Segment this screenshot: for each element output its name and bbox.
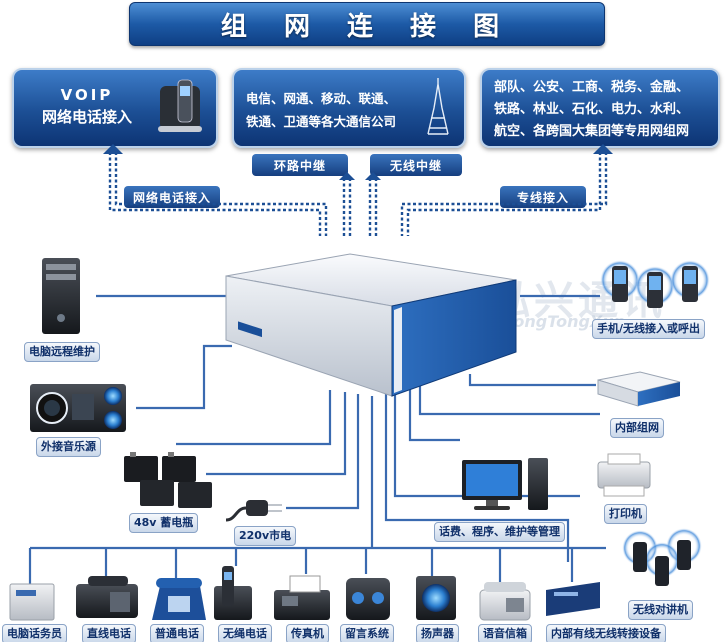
- line-internal-net: [468, 374, 596, 387]
- private-network-box: 部队、公安、工商、税务、金融、 铁路、林业、石化、电力、水利、 航空、各跨国大集…: [480, 68, 720, 148]
- battery-pack-icon: [124, 452, 212, 508]
- voip-text: VOIP 网络电话接入: [24, 84, 150, 128]
- private-line-1: 部队、公安、工商、税务、金融、: [494, 80, 690, 95]
- line-music: [136, 344, 232, 410]
- label-mains: 220v市电: [234, 526, 297, 546]
- speaker-icon: [416, 576, 456, 620]
- label-fax: 传真机: [286, 624, 329, 642]
- label-printer: 打印机: [604, 504, 647, 524]
- label-ordinary-phone: 普通电话: [150, 624, 204, 642]
- transfer-device-icon: [546, 582, 600, 616]
- ordinary-phone-icon: [152, 578, 206, 620]
- fax-machine-icon: [274, 575, 330, 620]
- line-battery: [206, 392, 347, 476]
- voip-subtitle: 网络电话接入: [41, 108, 132, 126]
- arrow-heads: [103, 144, 613, 180]
- wireless-relay-label: 无线中继: [370, 154, 462, 176]
- line-walkie: [384, 394, 570, 562]
- label-internal-net: 内部组网: [610, 418, 664, 438]
- operator-console-icon: [9, 583, 55, 621]
- private-line-3: 航空、各跨国大集团等专用网组网: [494, 124, 690, 139]
- voice-mailbox-phone-icon: [479, 582, 531, 621]
- private-line-2: 铁路、林业、石化、电力、水利、: [494, 102, 690, 117]
- line-left-mid: [176, 390, 332, 446]
- telecom-source-box: 电信、网通、移动、联通、 铁通、卫通等各大通信公司: [232, 68, 466, 148]
- desktop-computer-icon: [462, 458, 548, 510]
- walkie-talkie-icon: [622, 528, 702, 586]
- pbx-main-unit: [225, 253, 517, 397]
- label-music: 外接音乐源: [36, 437, 101, 457]
- music-player-icon: [30, 384, 126, 432]
- label-management: 话费、程序、维护等管理: [434, 522, 565, 542]
- telecom-line-2: 铁通、卫通等各大通信公司: [246, 114, 397, 129]
- label-walkie: 无线对讲机: [628, 600, 693, 620]
- label-battery: 48v 蓄电瓶: [129, 513, 199, 533]
- label-cordless-phone: 无绳电话: [218, 624, 272, 642]
- voip-title: VOIP: [60, 86, 114, 104]
- line-mains: [286, 394, 360, 510]
- voicemail-system-icon: [346, 578, 390, 620]
- line-pc-mgmt: [408, 388, 460, 442]
- mobile-phones-icon: [600, 260, 710, 308]
- line-internal-net-2: [418, 385, 600, 416]
- printer-icon: [597, 453, 651, 497]
- telecom-line-1: 电信、网通、移动、联通、: [246, 91, 397, 106]
- cordless-handset-icon: [214, 566, 252, 620]
- cordless-phone-icon: [158, 79, 202, 132]
- private-text: 部队、公安、工商、税务、金融、 铁路、林业、石化、电力、水利、 航空、各跨国大集…: [494, 77, 718, 143]
- label-speaker: 扬声器: [416, 624, 459, 642]
- telecom-text: 电信、网通、移动、联通、 铁通、卫通等各大通信公司: [246, 87, 424, 133]
- power-plug-icon: [225, 500, 282, 522]
- label-operator-console: 电脑话务员: [2, 624, 67, 642]
- internal-pbx-icon: [597, 371, 681, 407]
- label-voicemail-system: 留言系统: [340, 624, 394, 642]
- private-line-label: 专线接入: [500, 186, 586, 208]
- label-transfer-device: 内部有线无线转接设备: [546, 624, 666, 642]
- label-direct-line-phone: 直线电话: [82, 624, 136, 642]
- chevron-arrows: [108, 152, 608, 236]
- label-mobile: 手机/无线接入或呼出: [592, 319, 706, 339]
- page-title: 组 网 连 接 图: [129, 2, 605, 46]
- pbx-logo: [238, 321, 262, 338]
- tower-icon: [427, 78, 449, 135]
- voip-link-label: 网络电话接入: [124, 186, 220, 208]
- label-pc-remote: 电脑远程维护: [24, 342, 100, 362]
- ring-relay-label: 环路中继: [252, 154, 348, 176]
- direct-line-phone-icon: [76, 576, 138, 618]
- computer-tower-icon: [42, 258, 80, 334]
- label-voice-mailbox: 语音信箱: [478, 624, 532, 642]
